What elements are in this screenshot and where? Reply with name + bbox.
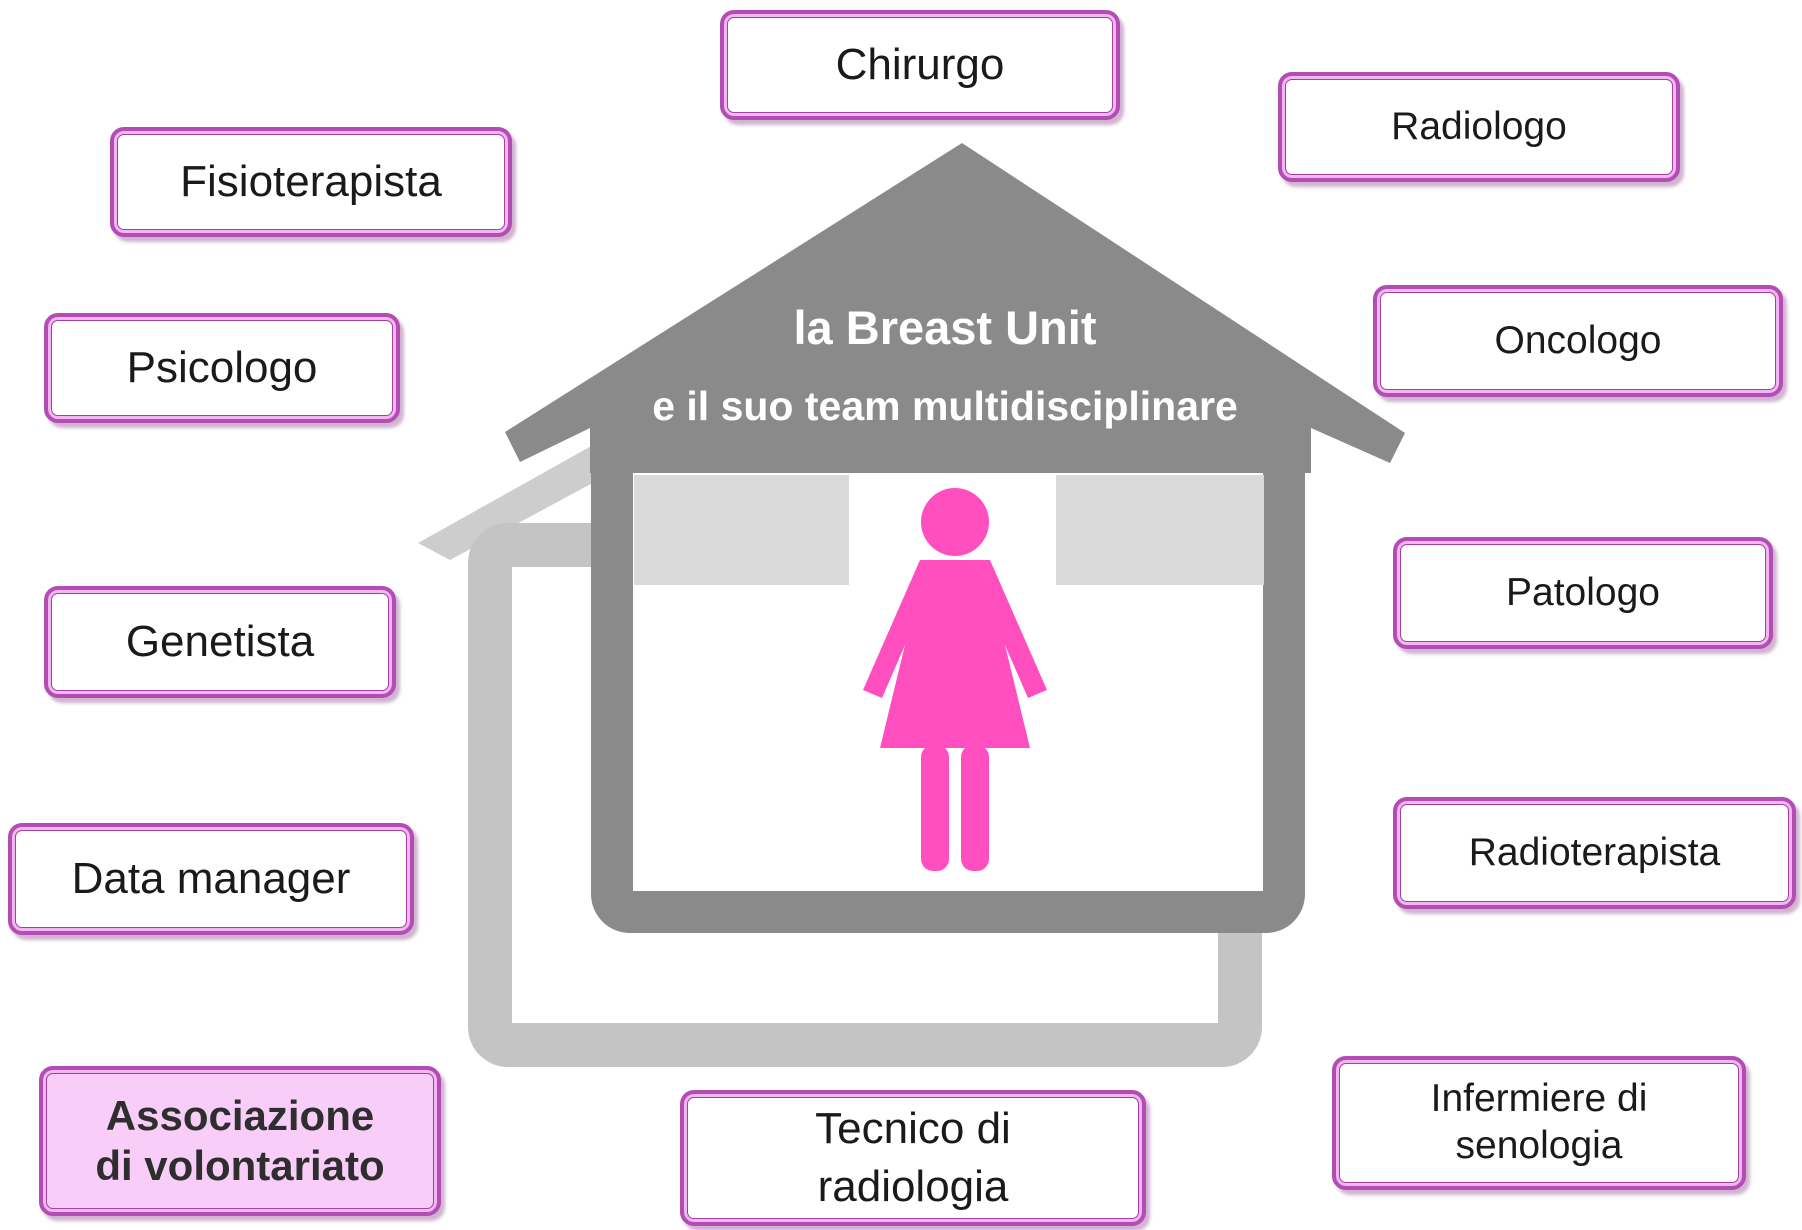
role-label: Chirurgo (835, 39, 1005, 89)
role-label-line1: Tecnico di (815, 1103, 1011, 1153)
role-patologo: Patologo (1393, 537, 1773, 649)
role-label-line2: di volontariato (95, 1142, 385, 1189)
house-title: la Breast Unit (793, 301, 1097, 354)
role-associazione-volontariato: Associazione di volontariato (39, 1066, 441, 1216)
role-label: Oncologo (1494, 318, 1662, 362)
role-label: Psicologo (126, 342, 318, 392)
role-label-line1: Infermiere di (1430, 1077, 1648, 1121)
role-label: Data manager (71, 853, 351, 903)
role-label-line2: senologia (1455, 1124, 1623, 1167)
role-tecnico-radiologia: Tecnico di radiologia (680, 1090, 1146, 1226)
house-subtitle: e il suo team multidisciplinare (652, 383, 1238, 429)
role-label: Radiologo (1391, 104, 1567, 148)
role-label: Radioterapista (1468, 830, 1721, 874)
role-label: Patologo (1506, 570, 1660, 614)
role-radioterapista: Radioterapista (1393, 797, 1796, 909)
role-data-manager: Data manager (8, 823, 414, 935)
role-fisioterapista: Fisioterapista (110, 127, 512, 237)
role-chirurgo: Chirurgo (720, 10, 1120, 120)
role-label-line1: Associazione (105, 1091, 375, 1139)
woman-icon (863, 488, 1047, 871)
role-label-line2: radiologia (817, 1162, 1009, 1211)
role-infermiere-senologia: Infermiere di senologia (1332, 1056, 1746, 1190)
role-oncologo: Oncologo (1373, 285, 1783, 397)
role-genetista: Genetista (44, 586, 396, 698)
role-label: Fisioterapista (180, 156, 442, 206)
role-psicologo: Psicologo (44, 313, 400, 423)
role-radiologo: Radiologo (1278, 72, 1680, 182)
role-label: Genetista (125, 616, 315, 666)
